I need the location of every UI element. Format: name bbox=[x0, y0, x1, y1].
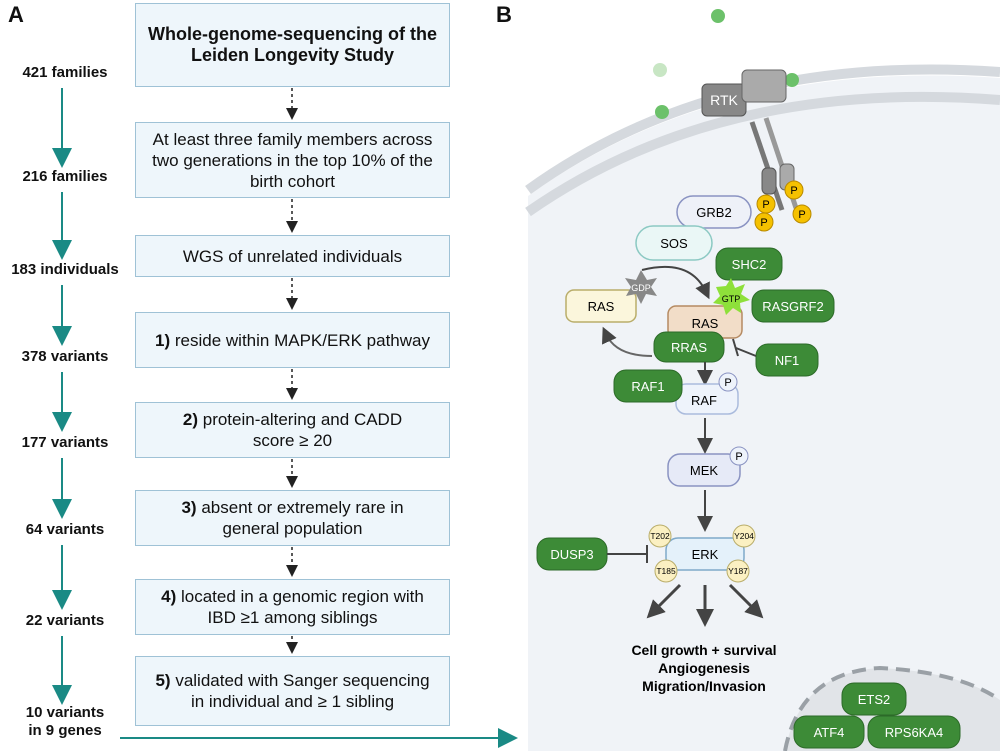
count-variants-22: 22 variants bbox=[25, 612, 105, 629]
step-text: reside within MAPK/ERK pathway bbox=[174, 330, 430, 350]
rtk-phosphates bbox=[754, 180, 812, 232]
ets2-node bbox=[841, 682, 907, 716]
count-variants-final: 10 variants in 9 genes bbox=[25, 704, 105, 739]
grb2-node bbox=[676, 195, 752, 229]
step-number: 4) bbox=[161, 587, 177, 606]
count-variants-64: 64 variants bbox=[25, 521, 105, 538]
mek-node bbox=[667, 453, 741, 487]
step-box-filter-3: 3) absent or extremely rare in general p… bbox=[135, 490, 450, 546]
ras-active-label: RAS bbox=[692, 316, 719, 331]
step-text: validated with Sanger sequencing in indi… bbox=[175, 671, 430, 711]
t185-label: T185 bbox=[656, 566, 676, 576]
erk-output-arrows bbox=[646, 583, 764, 627]
step-box-family-members: At least three family members across two… bbox=[135, 122, 450, 198]
raf-label: RAF bbox=[691, 393, 717, 408]
ligand-dot bbox=[655, 105, 669, 119]
step-number: 5) bbox=[155, 671, 171, 690]
ets2-label: ETS2 bbox=[858, 692, 891, 707]
atf4-label: ATF4 bbox=[814, 725, 845, 740]
mapk-pathway-diagram: RTK P P P P GRB2 SOS SHC2 RAS GDP RAS bbox=[525, 9, 1000, 751]
step-number: 1) bbox=[155, 330, 171, 350]
step-box-wgs-leiden: Whole-genome-sequencing of the Leiden Lo… bbox=[135, 3, 450, 87]
count-variants-378: 378 variants bbox=[21, 348, 109, 365]
phosphate-label: P bbox=[790, 185, 797, 197]
count-arrows bbox=[52, 88, 518, 748]
rps6ka4-label: RPS6KA4 bbox=[885, 725, 944, 740]
gtp-star bbox=[713, 278, 750, 315]
nf1-node bbox=[755, 343, 819, 377]
gtp-label: GTP bbox=[722, 294, 741, 304]
step-number: 3) bbox=[181, 498, 197, 517]
step-text: absent or extremely rare in general popu… bbox=[201, 498, 404, 538]
step-text: protein-altering and CADD score ≥ 20 bbox=[202, 410, 403, 450]
raf1-node bbox=[613, 369, 683, 403]
step-box-filter-4: 4) located in a genomic region with IBD … bbox=[135, 579, 450, 635]
rps6ka4-node bbox=[867, 715, 961, 749]
y187-label: Y187 bbox=[728, 566, 748, 576]
raf-phosphate-label: P bbox=[724, 377, 731, 389]
outcome-cell-growth: Cell growth + survival bbox=[631, 642, 776, 658]
rtk-receptor bbox=[701, 69, 799, 211]
dusp3-inhibition bbox=[607, 545, 648, 563]
nuclear-envelope bbox=[783, 665, 1000, 751]
mek-phosphate bbox=[729, 446, 749, 466]
dusp3-label: DUSP3 bbox=[550, 547, 593, 562]
erk-node bbox=[665, 537, 745, 571]
rasgrf2-label: RASGRF2 bbox=[762, 299, 823, 314]
rasgrf2-node bbox=[751, 289, 835, 323]
ligand-dot bbox=[653, 63, 667, 77]
phosphate-label: P bbox=[762, 199, 769, 211]
outcome-angiogenesis: Angiogenesis bbox=[658, 660, 750, 676]
count-individuals-183: 183 individuals bbox=[11, 261, 119, 278]
step-box-unrelated: WGS of unrelated individuals bbox=[135, 235, 450, 277]
step-box-filter-1: 1) reside within MAPK/ERK pathway bbox=[135, 312, 450, 368]
ras-inactive-node bbox=[565, 289, 637, 323]
step-text: At least three family members across two… bbox=[152, 129, 433, 191]
count-variants-177: 177 variants bbox=[21, 434, 109, 451]
panel-a-label: A bbox=[8, 2, 24, 27]
sos-label: SOS bbox=[660, 236, 688, 251]
atf4-node bbox=[793, 715, 865, 749]
membrane-inner bbox=[525, 91, 1000, 217]
shc2-label: SHC2 bbox=[732, 257, 767, 272]
rras-node bbox=[653, 331, 725, 363]
step-text: Whole-genome-sequencing of the Leiden Lo… bbox=[147, 24, 437, 65]
raf1-label: RAF1 bbox=[631, 379, 664, 394]
rras-label: RRAS bbox=[671, 340, 707, 355]
step-number: 2) bbox=[182, 410, 198, 429]
y204-label: Y204 bbox=[734, 531, 754, 541]
t202-label: T202 bbox=[650, 531, 670, 541]
phosphate-label: P bbox=[798, 209, 805, 221]
sos-to-ras-arrow bbox=[641, 265, 710, 300]
mek-label: MEK bbox=[690, 463, 719, 478]
erk-label: ERK bbox=[692, 547, 719, 562]
nf1-label: NF1 bbox=[775, 353, 800, 368]
mek-phosphate-label: P bbox=[735, 451, 742, 463]
step-text: WGS of unrelated individuals bbox=[182, 246, 403, 266]
step-box-filter-2: 2) protein-altering and CADD score ≥ 20 bbox=[135, 402, 450, 458]
shc2-node bbox=[715, 247, 783, 281]
ligand-dot bbox=[785, 73, 799, 87]
erk-phosphosites bbox=[648, 524, 756, 583]
count-families-421: 421 families bbox=[22, 64, 108, 81]
flow-arrows bbox=[52, 88, 518, 748]
ras-inactivation-arrow bbox=[602, 326, 653, 357]
step-box-filter-5: 5) validated with Sanger sequencing in i… bbox=[135, 656, 450, 726]
rtk-label: RTK bbox=[710, 92, 738, 108]
ras-inactive-label: RAS bbox=[588, 299, 615, 314]
nf1-inhibition bbox=[732, 338, 757, 357]
ligand-dot bbox=[711, 9, 725, 23]
phosphate-label: P bbox=[760, 217, 767, 229]
count-families-216: 216 families bbox=[22, 168, 108, 185]
outcome-migration: Migration/Invasion bbox=[642, 678, 766, 694]
step-text: located in a genomic region with IBD ≥1 … bbox=[180, 587, 424, 627]
gdp-star bbox=[625, 270, 657, 304]
raf-phosphate bbox=[718, 372, 738, 392]
panel-b-label: B bbox=[496, 2, 512, 27]
gdp-label: GDP bbox=[631, 283, 651, 293]
sos-node bbox=[635, 225, 713, 261]
grb2-label: GRB2 bbox=[696, 205, 731, 220]
